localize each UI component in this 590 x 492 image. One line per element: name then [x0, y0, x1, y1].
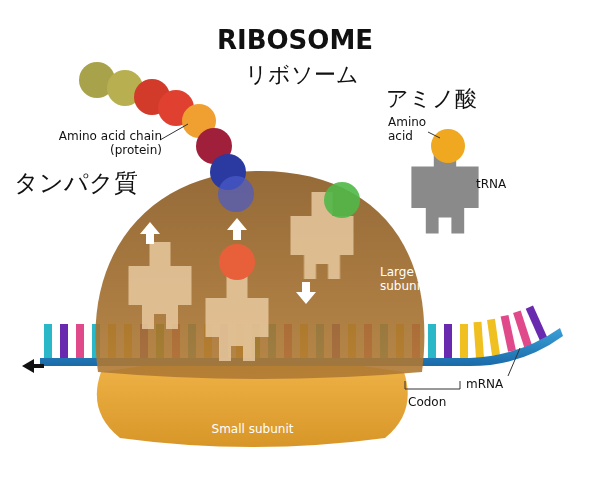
codon-bracket: [405, 381, 460, 389]
part-label: tRNA: [476, 178, 526, 192]
part-label: アミノ酸: [386, 86, 496, 111]
free-trna: [411, 129, 478, 234]
subunit-label: Large subunit: [380, 265, 436, 294]
direction-arrow-head: [22, 359, 34, 373]
part-label: リボソーム: [232, 62, 372, 87]
part-label: Amino acid: [388, 116, 444, 144]
mrna-leader: [508, 348, 520, 376]
part-label: Codon: [408, 396, 468, 410]
diagram-title: RIBOSOME: [195, 26, 395, 56]
chain-leader: [160, 124, 188, 140]
part-label: タンパク質: [14, 170, 164, 198]
part-label: Amino acid chain (protein): [46, 130, 162, 158]
part-label: mRNA: [466, 378, 526, 392]
subunit-label: Small subunit: [95, 422, 410, 436]
